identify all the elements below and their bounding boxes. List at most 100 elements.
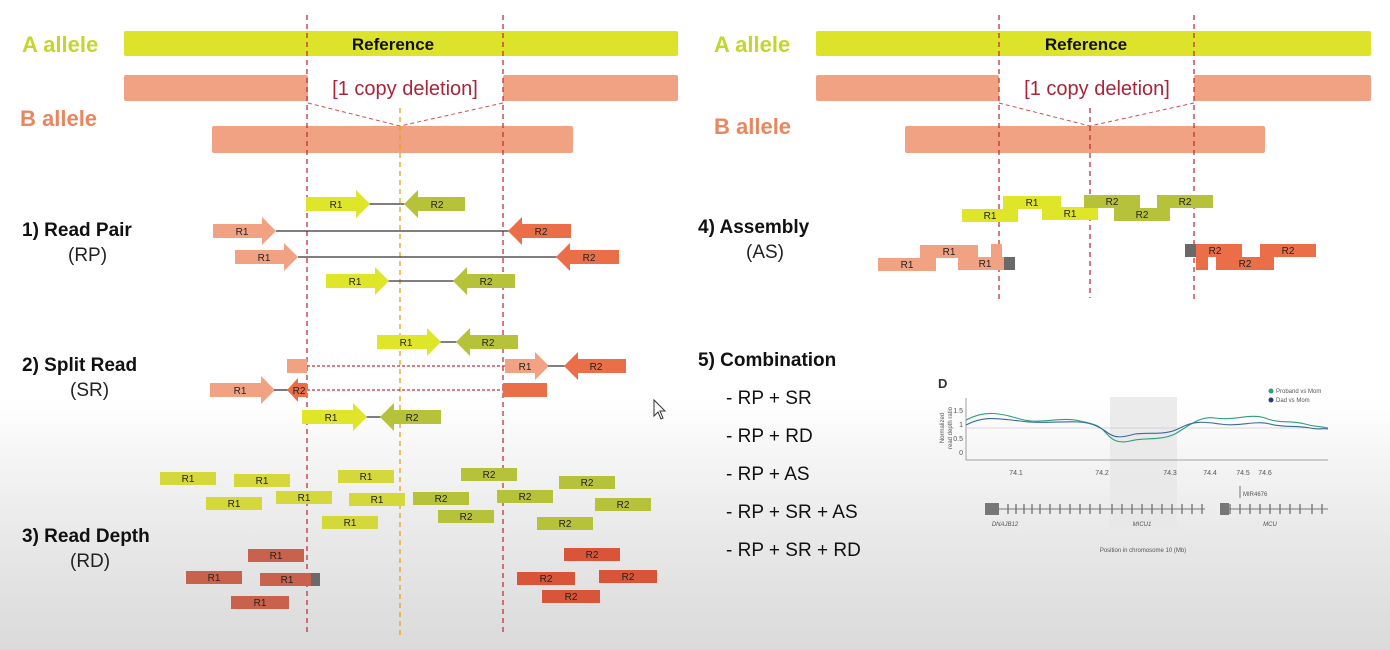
reference-bar-right	[816, 31, 1371, 56]
mouse-cursor-icon	[653, 398, 667, 420]
read-arrow-r1	[213, 217, 276, 245]
read-label: R1	[349, 277, 362, 288]
read-label: R2	[617, 500, 630, 511]
inset-xtick: 74.4	[1203, 470, 1217, 477]
gene-exon	[1220, 503, 1229, 515]
read-pair-3: R1 R2	[235, 243, 619, 271]
split-read-2: R1 R2	[287, 352, 626, 380]
breakpoint-join-right-b	[1089, 102, 1195, 127]
method-read-pair: 1) Read Pair	[22, 220, 132, 241]
depth-read	[438, 510, 494, 523]
depth-read	[559, 476, 615, 489]
assembly-read	[958, 257, 1004, 270]
soft-clip	[311, 573, 320, 586]
read-arrow-r1	[210, 376, 275, 404]
split-read-1: R1 R2	[377, 328, 518, 356]
read-label: R1	[256, 476, 269, 487]
read-label: R1	[400, 338, 413, 349]
assembly-reads: R1 R1 R1 R2 R2 R2 R1 R1 R1 R2 R2 R2	[878, 195, 1316, 271]
assembly-read	[1003, 196, 1061, 209]
read-label: R1	[1064, 209, 1077, 220]
method-read-depth: 3) Read Depth	[22, 526, 150, 547]
depth-read	[276, 491, 332, 504]
series-dad-line	[965, 417, 1329, 438]
depth-read	[461, 468, 517, 481]
read-label: R2	[590, 362, 603, 373]
b-allele-contig-left	[212, 126, 573, 153]
assembly-read	[920, 245, 978, 258]
read-label: R2	[406, 413, 419, 424]
depth-read	[542, 590, 600, 603]
read-label: R1	[258, 253, 271, 264]
read-label: R2	[431, 200, 444, 211]
depth-read	[599, 570, 657, 583]
read-label: R2	[559, 519, 572, 530]
inset-panel-letter: D	[938, 376, 947, 391]
read-label: R2	[1282, 246, 1295, 257]
read-label: R1	[1026, 198, 1039, 209]
read-arrow-r1	[306, 190, 370, 218]
inset-xtick: 74.2	[1095, 470, 1109, 477]
method-read-depth-abbr: (RD)	[70, 551, 110, 572]
reference-label-right: Reference	[1045, 35, 1127, 54]
read-label: R2	[583, 253, 596, 264]
read-label: R1	[519, 362, 532, 373]
read-arrow-r2	[564, 352, 626, 380]
read-label: R2	[1106, 197, 1119, 208]
method-combination: 5) Combination	[698, 350, 836, 371]
mirna-label: MIR4676	[1243, 492, 1268, 498]
method-assembly-abbr: (AS)	[746, 242, 784, 263]
read-arrow-r1	[302, 403, 367, 431]
breakpoint-join-left-a	[307, 102, 401, 127]
assembly-read	[1260, 244, 1316, 257]
b-allele-contig-right	[905, 126, 1265, 153]
method-split-read: 2) Split Read	[22, 355, 137, 376]
read-label: R2	[519, 492, 532, 503]
depth-read	[497, 490, 553, 503]
read-arrow-r1	[377, 328, 441, 356]
read-pair-2: R1 R2	[213, 217, 571, 245]
legend-label-proband: Proband vs Mom	[1276, 389, 1321, 395]
read-label: R2	[1239, 259, 1252, 270]
b-allele-bar-right-flank-1	[816, 75, 999, 101]
read-arrow-r1	[235, 243, 298, 271]
breakpoint-join-right-a	[998, 102, 1091, 127]
read-label: R1	[236, 227, 249, 238]
read-arrow-r1	[326, 267, 389, 295]
depth-read	[537, 517, 593, 530]
combination-item: - RP + SR	[726, 388, 812, 409]
reference-bar-left	[124, 31, 678, 56]
read-label: R1	[360, 472, 373, 483]
assembly-read	[1042, 207, 1098, 220]
combination-item: - RP + AS	[726, 464, 810, 485]
method-read-pair-abbr: (RP)	[68, 245, 107, 266]
read-label: R2	[535, 227, 548, 238]
read-label: R1	[943, 247, 956, 258]
combination-item: - RP + SR + AS	[726, 502, 858, 523]
read-arrow-r2	[508, 217, 571, 245]
highlighted-region	[1110, 397, 1177, 530]
depth-read	[160, 472, 216, 485]
inset-xtick: 74.5	[1236, 470, 1250, 477]
depth-read	[322, 516, 378, 529]
read-label: R2	[581, 478, 594, 489]
read-label: R1	[330, 200, 343, 211]
inset-ytick: 0.5	[953, 436, 963, 443]
read-label: R1	[234, 386, 247, 397]
read-label: R1	[325, 413, 338, 424]
read-arrow-r2	[556, 243, 619, 271]
depth-read	[206, 497, 262, 510]
read-label: R2	[1209, 246, 1222, 257]
read-label: R2	[293, 386, 306, 397]
read-label: R2	[540, 574, 553, 585]
assembly-read-fragment	[1196, 257, 1208, 270]
read-label: R2	[482, 338, 495, 349]
depth-read	[564, 548, 620, 561]
depth-read	[595, 498, 651, 511]
read-arrow-r2	[404, 190, 465, 218]
read-label: R1	[281, 575, 294, 586]
depth-read	[349, 493, 405, 506]
inset-ytick: 0	[959, 450, 963, 457]
assembly-read	[1216, 257, 1274, 270]
